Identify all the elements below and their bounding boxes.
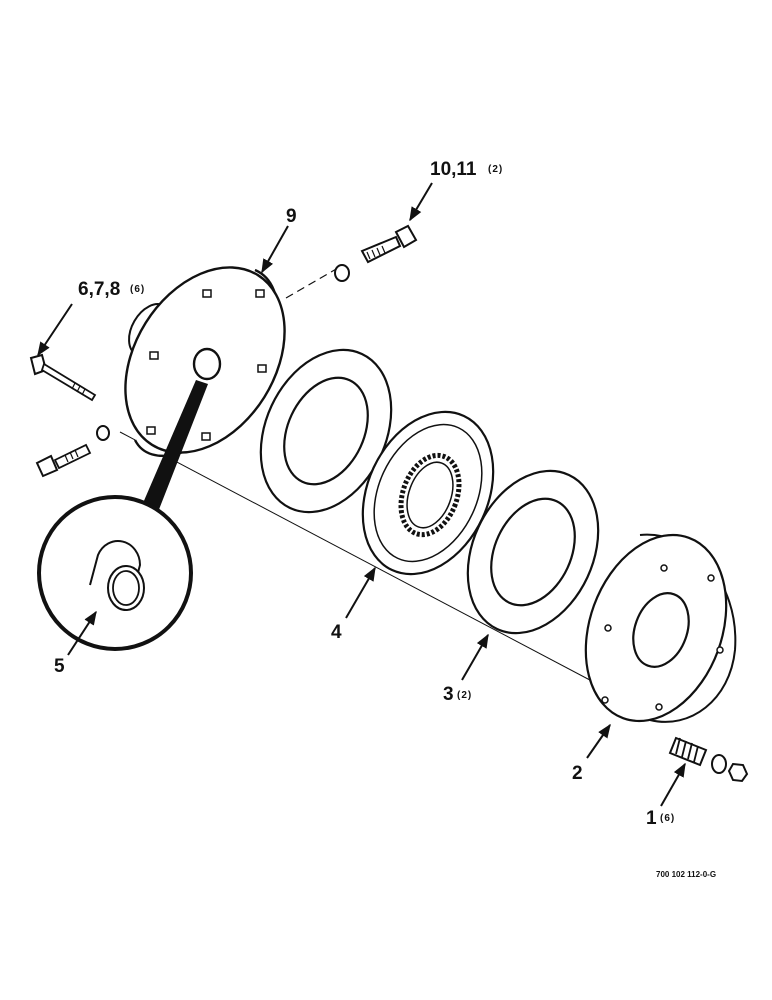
leader-item-10-11 xyxy=(409,182,433,222)
callout-item-4: 4 xyxy=(331,622,342,643)
detail-view-part-5 xyxy=(37,380,208,651)
leader-item-6-7-8 xyxy=(37,303,73,357)
callout-item-5: 5 xyxy=(54,656,65,677)
callout-item-10-11: 10,11 xyxy=(430,159,477,180)
leader-item-3 xyxy=(461,633,489,681)
leader-lines xyxy=(37,182,686,807)
assembly-axis-line xyxy=(119,431,606,689)
part-3-friction-washer-upper xyxy=(259,348,393,514)
bolt-axis-dashed-line xyxy=(285,267,339,299)
leader-item-5 xyxy=(67,610,97,656)
part-2-pressure-plate xyxy=(584,533,737,723)
callout-item-10-11-qty: (2) xyxy=(488,164,503,175)
callout-item-2: 2 xyxy=(572,763,583,784)
leader-item-1 xyxy=(660,762,686,807)
callout-item-3: 3 xyxy=(443,684,454,705)
leader-item-2 xyxy=(586,723,611,759)
callout-item-6-7-8-qty: (6) xyxy=(130,284,145,295)
callout-item-1-qty: (6) xyxy=(660,813,675,824)
part-6-7-8-hex-bolt xyxy=(29,353,97,402)
callout-item-3-qty: (2) xyxy=(457,690,472,701)
cap-screw-lower-left xyxy=(35,425,110,478)
callout-item-9: 9 xyxy=(286,206,297,227)
part-3-friction-washer-lower xyxy=(466,469,600,635)
callout-item-1: 1 xyxy=(646,808,657,829)
part-10-11-cap-screw xyxy=(334,224,418,282)
drawing-number: 700 102 112-0-G xyxy=(656,870,716,879)
leader-item-4 xyxy=(345,566,376,619)
callout-item-6-7-8: 6,7,8 xyxy=(78,279,120,300)
part-4-splined-disc xyxy=(361,410,495,576)
part-1-spring-washer-nut xyxy=(668,736,749,783)
part-9-hub-flange xyxy=(124,266,286,457)
leader-item-9 xyxy=(261,225,289,274)
